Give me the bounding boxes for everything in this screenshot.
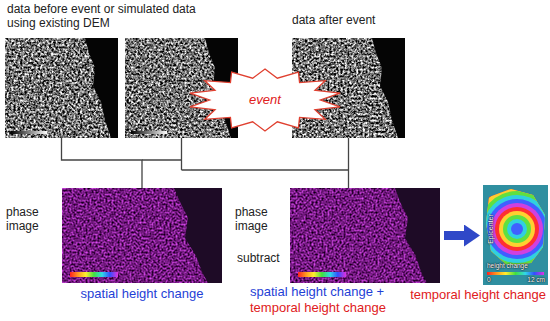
sea-area <box>85 38 118 138</box>
scale-value: 12 cm <box>527 276 545 283</box>
phase-image: phase imagespatial height change +tempor… <box>290 188 440 283</box>
fringe <box>503 215 531 243</box>
bracket-connector <box>348 138 349 188</box>
bracket-line <box>142 138 349 170</box>
fringe <box>483 195 550 263</box>
phase-image: phase imagespatial height change <box>62 188 222 283</box>
color-bar <box>487 272 544 275</box>
phase-texture <box>290 188 440 283</box>
gray-scale-bar <box>131 131 167 134</box>
fringe <box>495 207 539 251</box>
sar-image-before <box>5 38 118 138</box>
bracket-connector <box>62 138 143 188</box>
fringe <box>507 219 527 239</box>
flow-arrow <box>444 231 464 240</box>
sea-area <box>395 188 440 283</box>
sar-image: data after event <box>292 38 405 138</box>
operation-label: subtract <box>237 252 280 266</box>
sar-image: data before event or simulated data usin… <box>5 38 118 138</box>
fringe <box>475 187 550 271</box>
result-image: Epicenterheight change012 cmtemporal hei… <box>483 185 548 285</box>
event-starburst: event <box>187 68 343 132</box>
sea-area <box>372 38 405 138</box>
caption: temporal height change <box>250 301 386 316</box>
scale-title: height change <box>487 262 528 269</box>
phase-image-middle <box>290 188 440 283</box>
fringe-rings <box>471 183 550 275</box>
result-image <box>471 183 550 285</box>
epicenter-label: Epicenter <box>487 211 495 247</box>
scale-value: 0 <box>487 276 491 283</box>
fringe <box>499 211 535 247</box>
image-heading: data after event <box>292 14 375 28</box>
caption: temporal height change <box>410 288 546 303</box>
event-text: event <box>187 93 343 108</box>
phase-texture <box>62 188 222 283</box>
sar-texture <box>5 38 118 138</box>
caption: spatial height change <box>62 287 222 302</box>
side-label: phase image <box>235 206 283 234</box>
image-heading: data before event or simulated data usin… <box>7 3 217 31</box>
gray-scale-bar <box>11 131 47 134</box>
sea-area <box>174 188 222 283</box>
fringe <box>487 199 547 259</box>
color-bar <box>298 272 346 277</box>
side-label: phase image <box>6 206 54 234</box>
fringe <box>471 183 550 275</box>
color-bar <box>70 272 118 277</box>
fringe <box>479 191 550 267</box>
fringe <box>511 223 523 235</box>
fringe <box>491 203 543 255</box>
phase-image-left <box>62 188 222 283</box>
caption: spatial height change + <box>250 285 384 300</box>
